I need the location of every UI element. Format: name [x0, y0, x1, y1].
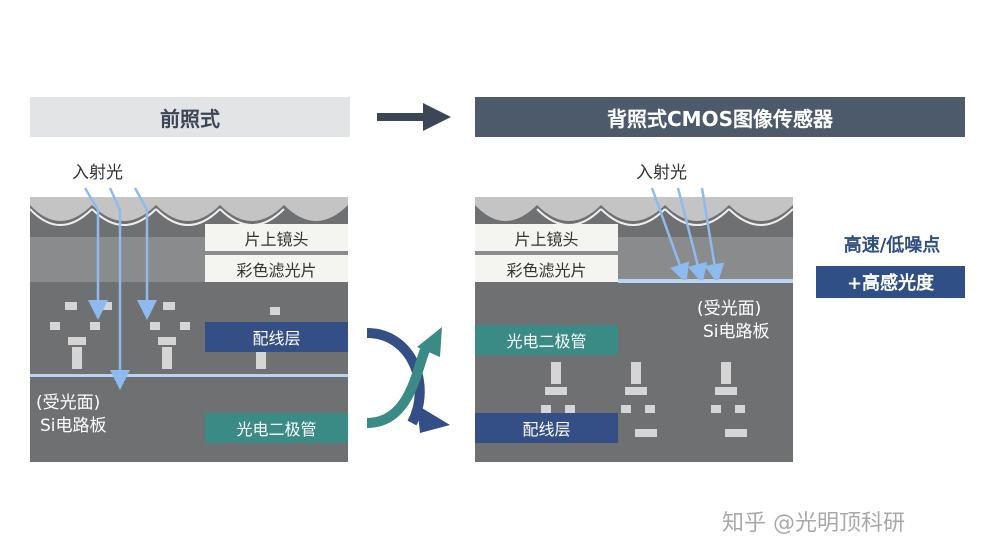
right-incident-light: 入射光: [636, 163, 687, 183]
right-filter-label: 彩色滤光片: [475, 255, 618, 282]
feature-high-sensitivity: +高感光度: [816, 266, 965, 298]
right-wiring-label: 配线层: [475, 413, 618, 443]
swap-arrows-icon: [366, 327, 450, 433]
left-si-board: Si电路板: [40, 416, 107, 436]
right-receive-face: (受光面): [697, 299, 762, 319]
header-front-illuminated: 前照式: [30, 97, 350, 137]
left-filter-label: 彩色滤光片: [205, 255, 348, 282]
right-si-board: Si电路板: [703, 322, 770, 342]
feature-high-speed-low-noise: 高速/低噪点: [843, 235, 941, 256]
right-light-rays: [650, 187, 725, 280]
left-photodiode-label: 光电二极管: [205, 413, 348, 443]
right-arrow-icon: [377, 103, 451, 131]
left-receive-face: (受光面): [36, 393, 101, 413]
left-light-rays: [83, 187, 157, 390]
front-illuminated-cross-section: 片上镜头 彩色滤光片 配线层 光电二极管 (受光面) Si电路板: [30, 197, 348, 462]
back-sensor-structure: [475, 197, 793, 437]
header-back-illuminated: 背照式CMOS图像传感器: [475, 97, 965, 137]
left-incident-light: 入射光: [72, 163, 123, 183]
back-illuminated-cross-section: 片上镜头 彩色滤光片 光电二极管 配线层 (受光面) Si电路板: [475, 197, 793, 462]
watermark: 知乎 @光明顶科研: [722, 511, 905, 536]
left-lens-label: 片上镜头: [205, 224, 348, 251]
right-lens-label: 片上镜头: [475, 224, 618, 251]
left-wiring-label: 配线层: [205, 322, 348, 352]
right-photodiode-label: 光电二极管: [475, 325, 618, 355]
